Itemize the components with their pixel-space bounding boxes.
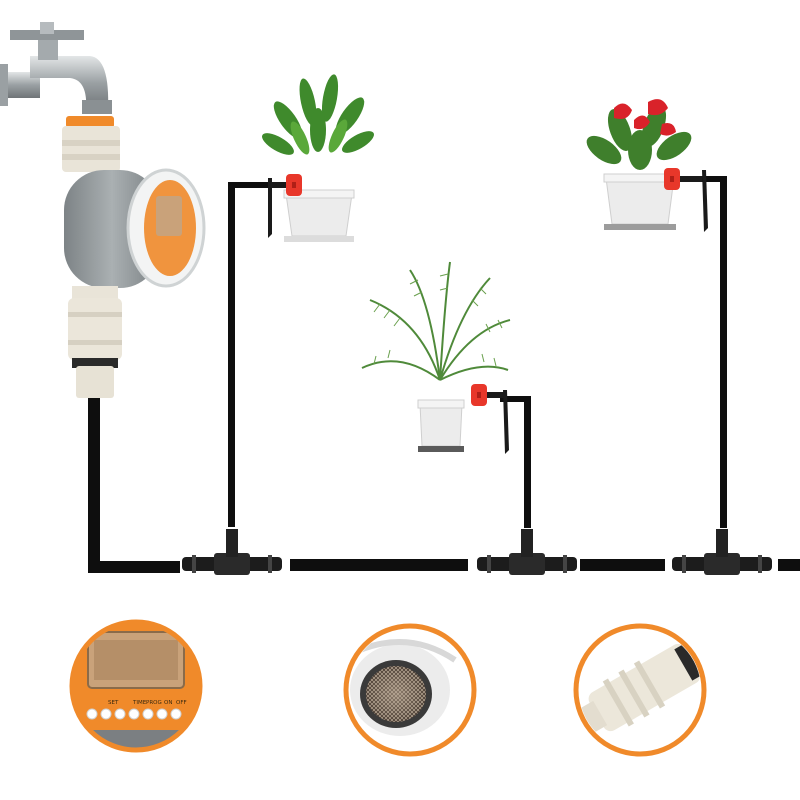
- dripper-icon: [268, 174, 302, 238]
- main-pipe-seg-4: [778, 559, 800, 571]
- plant-icon: [361, 261, 511, 452]
- water-timer-icon: [62, 116, 206, 398]
- tee-connector-icon: [182, 529, 282, 575]
- branch-pipe-3-vertical: [720, 176, 727, 528]
- tee-connector-icon: [672, 529, 772, 575]
- main-pipe-seg-2: [290, 559, 468, 571]
- plant-icon: [586, 99, 692, 230]
- hose-adapter-closeup: [573, 623, 707, 757]
- button-label-time: TIME: [132, 700, 147, 706]
- branch-pipe-2-vertical: [524, 396, 531, 528]
- dripper-icon: [664, 168, 708, 232]
- tee-connector-icon: [477, 529, 577, 575]
- filter-screen-closeup: [343, 623, 477, 757]
- dripper-icon: [471, 384, 509, 454]
- button-label-prog: PROG: [146, 700, 162, 706]
- button-label-off: OFF: [176, 700, 187, 706]
- button-label-on: ON: [164, 700, 172, 706]
- main-pipe-seg-3: [580, 559, 665, 571]
- main-pipe-seg-1: [88, 561, 180, 573]
- faucet-icon: [0, 22, 112, 114]
- main-pipe-vertical: [88, 395, 100, 573]
- branch-pipe-2-top: [500, 396, 531, 402]
- pipe-network: [88, 176, 800, 573]
- plant-icon: [262, 74, 374, 242]
- branch-pipe-1-vertical: [228, 182, 235, 527]
- branch-pipe-3-top: [700, 176, 727, 182]
- button-label-set: SET: [108, 700, 119, 706]
- timer-closeup: SET TIME PROG ON OFF: [69, 619, 203, 753]
- branch-pipe-1-top: [228, 182, 270, 188]
